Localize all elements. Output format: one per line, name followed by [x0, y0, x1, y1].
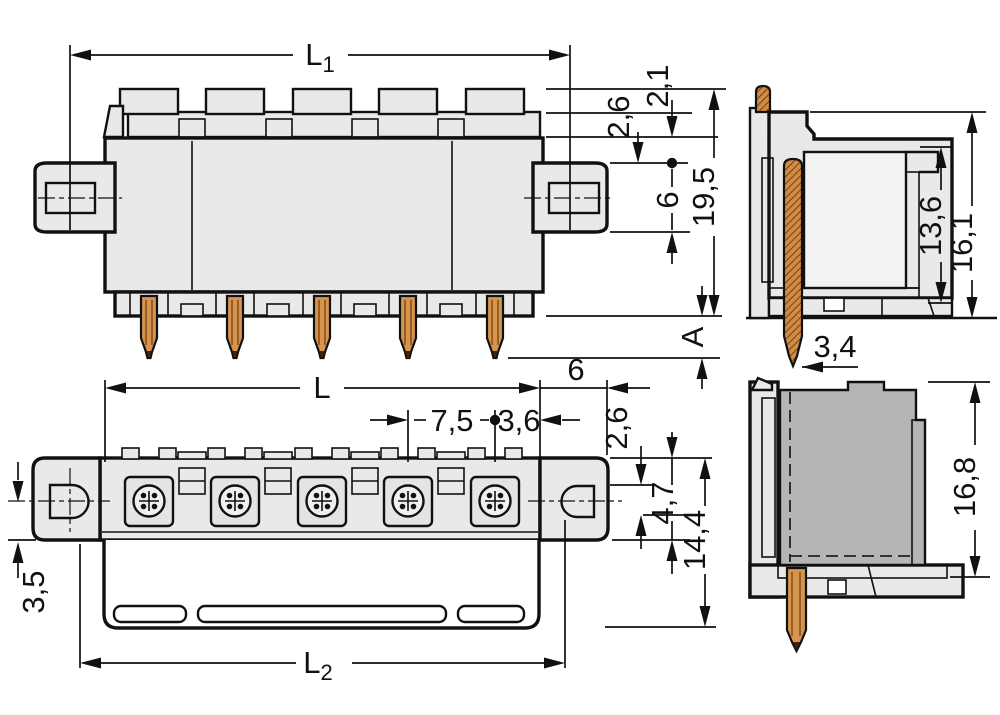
dim-L1-main: L — [305, 37, 322, 72]
dim-2-6-front-label: 2,6 — [601, 95, 636, 138]
clamp-hatch — [761, 157, 774, 283]
solder-pin-section — [782, 157, 804, 369]
dim-2-6-front: 2,6 — [601, 95, 644, 163]
dim-3-5: 3,5 — [8, 462, 51, 614]
inter-pole-latches — [178, 467, 465, 495]
dim-2-6-bottom-label: 2,6 — [599, 406, 634, 449]
side-section-view-bottom: 16,8 — [748, 376, 990, 654]
dim-19-5: 19,5 — [686, 89, 721, 316]
dim-16-1: 16,1 — [810, 111, 986, 318]
dim-7-5-label: 7,5 — [430, 403, 473, 438]
pin-shading — [145, 300, 499, 345]
left-flange-bottom — [8, 456, 110, 542]
wall-hatch-right-bottom — [911, 419, 926, 566]
dim-16-8: 16,8 — [928, 381, 990, 578]
dim-13-6-label: 13,6 — [913, 196, 948, 256]
dim-A: A — [675, 286, 710, 389]
pin-top-stub — [754, 84, 772, 114]
dim-L: L — [104, 370, 541, 462]
dim-16-8-label: 16,8 — [947, 457, 982, 517]
dim-4-7-label: 4,7 — [645, 481, 680, 524]
left-corner-chamfer — [102, 104, 125, 139]
right-flange-hole-bottom — [560, 484, 596, 519]
right-screw-flange — [524, 161, 614, 234]
dim-origin-dot — [666, 157, 678, 169]
dim-14-4-label: 14,4 — [677, 510, 712, 570]
front-view: L1 2,1 2,6 — [33, 37, 726, 389]
right-flange-bottom — [528, 456, 622, 542]
cavity-wall-hatch-bottom — [768, 287, 920, 299]
plug-cavity — [802, 150, 908, 290]
dim-2-1-label: 2,1 — [640, 64, 675, 107]
lower-skirt-frame — [102, 540, 541, 630]
foot-notch — [823, 297, 845, 312]
foot-strip-details — [129, 292, 515, 317]
dim-16-1-label: 16,1 — [944, 213, 979, 273]
header-top-blocks — [102, 87, 526, 139]
mated-connector-section — [778, 380, 927, 567]
dim-3-4: 3,4 — [802, 329, 858, 373]
dim-L1-sub: 1 — [323, 52, 335, 77]
dim-A-label: A — [675, 326, 710, 347]
dim-14-4: 14,4 — [677, 458, 712, 627]
dim-6-bottom: 6 — [540, 352, 650, 455]
dim-L2-sub: 2 — [321, 660, 333, 685]
connector-body-front — [103, 136, 545, 294]
dim-3-5-label: 3,5 — [16, 570, 51, 613]
dim-2-6-bottom: 2,6 — [599, 406, 647, 549]
solder-pin-bottom-view — [785, 566, 808, 654]
dim-6-front: 6 — [650, 157, 685, 264]
solder-pins-front — [139, 294, 505, 360]
bottom-extension-lines — [605, 457, 716, 628]
foot-notch-bottom — [827, 579, 847, 595]
bottom-plan-view: L 6 7,5 3,6 — [8, 352, 716, 685]
housing-latch — [750, 376, 774, 392]
dim-4-7: 4,7 — [645, 432, 680, 574]
dim-2-1: 2,1 — [640, 64, 678, 137]
side-section-view-top: 13,6 16,1 3,4 — [746, 84, 997, 373]
wall-hatch-bottom-bottom — [777, 564, 948, 579]
dim-L1-label: L1 — [305, 37, 335, 77]
pin-holder-plate — [748, 106, 771, 320]
dim-13-6: 13,6 — [913, 146, 953, 304]
housing-bottom-band — [748, 563, 965, 599]
dim-L2-label: L2 — [303, 645, 333, 685]
top-teeth — [121, 447, 523, 460]
dim-6-front-label: 6 — [650, 191, 685, 208]
screw-heads — [132, 484, 512, 518]
dim-19-5-label: 19,5 — [686, 167, 721, 227]
dim-L2-main: L — [303, 645, 320, 680]
dim-3-6-label: 3,6 — [497, 403, 540, 438]
dim-origin-dot-bottom — [489, 414, 501, 426]
left-screw-flange — [33, 161, 122, 234]
pin-tips — [146, 351, 498, 358]
dim-6-bottom-label: 6 — [567, 352, 584, 387]
wall-hatch-left-bottom — [761, 397, 776, 558]
dim-7-5-and-3-6: 7,5 3,6 — [370, 403, 580, 462]
dim-3-4-label: 3,4 — [813, 329, 856, 364]
dim-L2: L2 — [79, 520, 566, 685]
housing-left-wall — [748, 380, 780, 599]
screw-terminals — [123, 467, 521, 528]
dim-L-label: L — [313, 370, 330, 405]
